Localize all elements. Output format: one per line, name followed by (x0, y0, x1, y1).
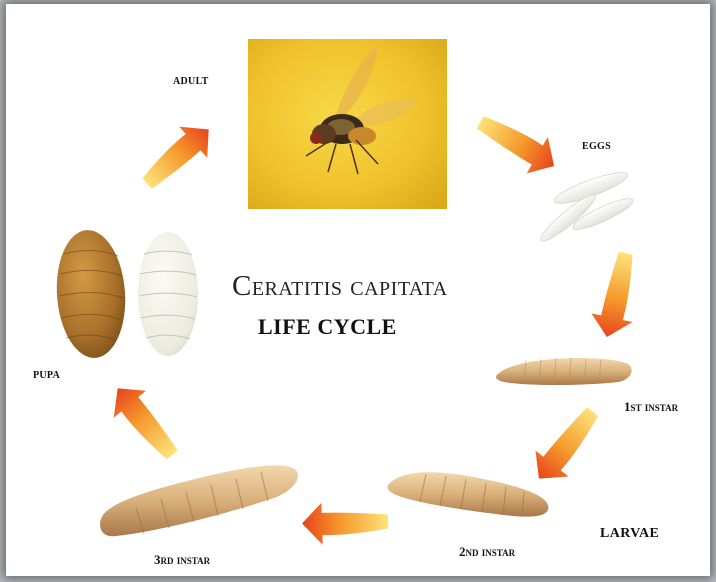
diagram-frame: ADULT EGGS 1st instar 2nd instar 3rd ins… (6, 4, 710, 576)
eggs-illustration (537, 167, 636, 246)
species-title: Ceratitis capitata (232, 270, 532, 303)
arrow-third-instar-to-pupa (101, 375, 188, 468)
adult-label: ADULT (173, 76, 209, 87)
arrow-first-to-second-instar (523, 399, 609, 493)
eggs-label: EGGS (582, 141, 611, 152)
arrow-second-to-third-instar (301, 501, 388, 546)
first-instar-larva (496, 358, 632, 385)
third-instar-label: 3rd instar (154, 552, 210, 568)
larvae-label: LARVAE (600, 526, 659, 542)
arrow-pupa-to-adult (133, 113, 222, 199)
first-instar-label: 1st instar (624, 399, 678, 415)
pupa-illustration (53, 228, 198, 360)
pupa-label: PUPA (33, 370, 60, 381)
adult-photo (248, 39, 447, 209)
life-cycle-title: LIFE CYCLE (258, 314, 397, 340)
arrow-eggs-to-first-instar (587, 249, 646, 342)
arrow-adult-to-eggs (470, 104, 565, 183)
third-instar-larva (100, 465, 298, 536)
second-instar-label: 2nd instar (459, 544, 515, 560)
second-instar-larva (388, 472, 549, 516)
